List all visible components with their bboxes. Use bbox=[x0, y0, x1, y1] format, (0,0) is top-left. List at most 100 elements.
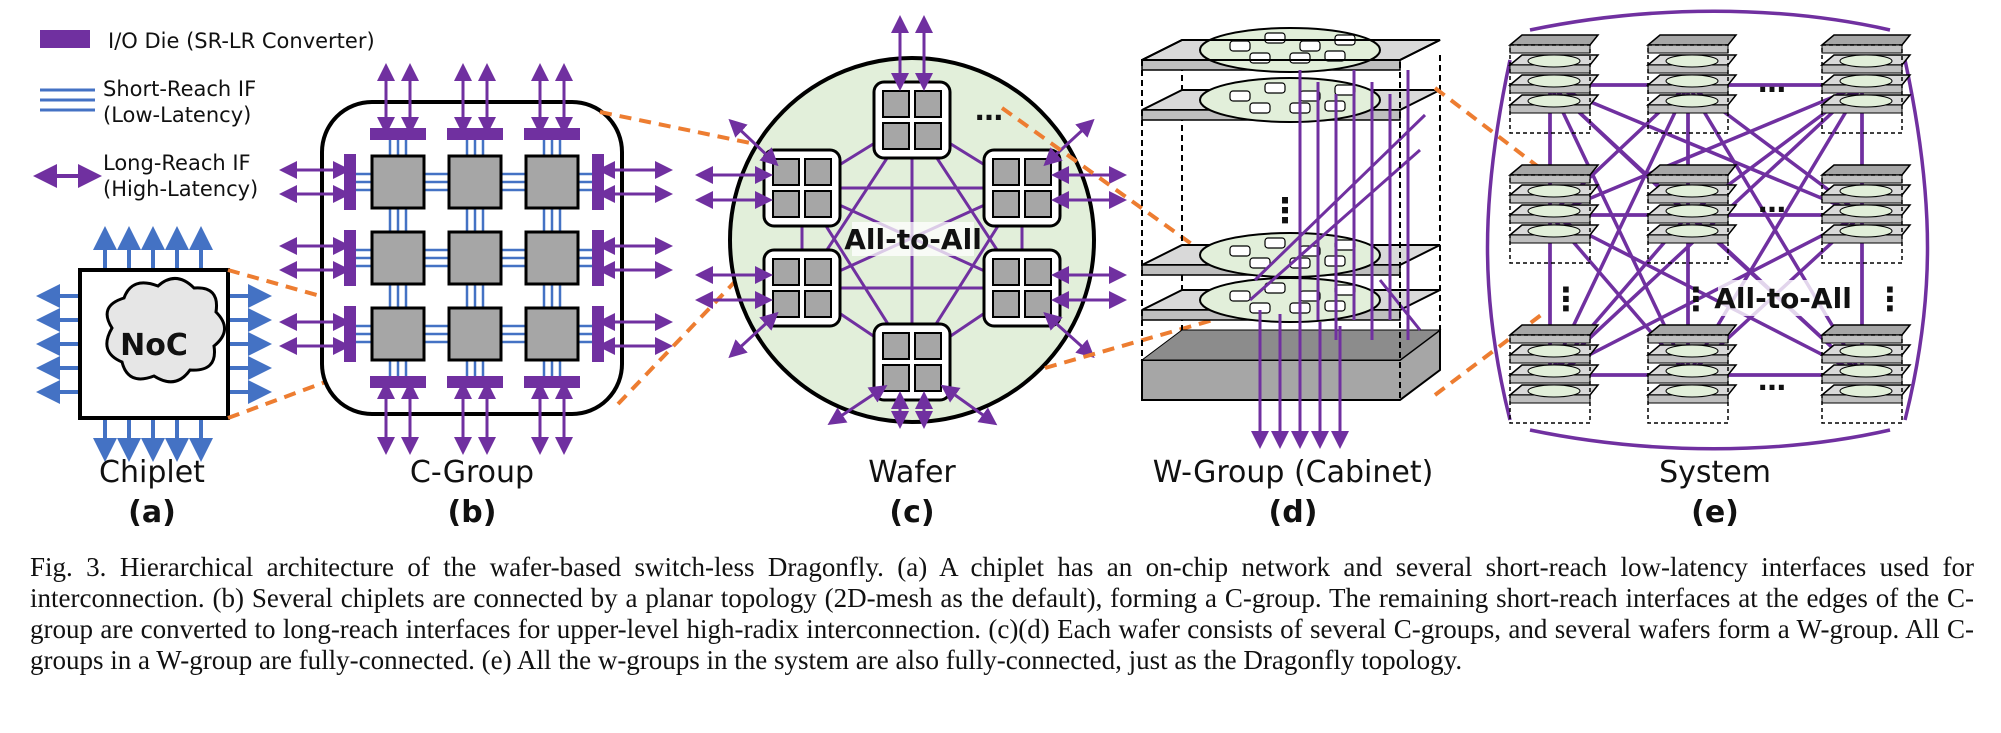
wgroup-wafer bbox=[1527, 94, 1581, 108]
noc-label: NoC bbox=[120, 328, 188, 363]
chiplet-tile bbox=[804, 158, 832, 186]
chiplet-tile bbox=[992, 158, 1020, 186]
wgroup-wafer bbox=[1839, 74, 1893, 88]
wgroup-link bbox=[1253, 113, 1427, 282]
io-die bbox=[344, 230, 356, 286]
wgroup-wafer bbox=[1665, 364, 1719, 378]
zoom-lines-d-e bbox=[1433, 86, 1547, 397]
cgroup-mesh bbox=[279, 63, 673, 455]
wafer-letter: (c) bbox=[889, 495, 934, 530]
wafer-cgroup bbox=[1264, 32, 1286, 44]
chiplet-tile bbox=[804, 290, 832, 318]
wgroup-layer bbox=[1507, 324, 1600, 336]
wafer-title: Wafer bbox=[868, 455, 956, 490]
io-die bbox=[447, 376, 503, 388]
chiplet-tile bbox=[524, 230, 580, 286]
wgroup-wafer bbox=[1665, 384, 1719, 398]
wgroup-wafer bbox=[1527, 384, 1581, 398]
panel-wgroup: ⋮ W-Group (Cabinet) (d) bbox=[1140, 27, 1442, 530]
wafer-cgroup bbox=[1229, 90, 1251, 102]
system-link bbox=[1549, 213, 1863, 377]
wafer-long-reach bbox=[695, 15, 1127, 429]
io-die bbox=[592, 230, 604, 286]
wafer-long-reach-arrow bbox=[728, 311, 779, 359]
wafer-cgroups bbox=[762, 80, 1062, 402]
wgroup-wafer bbox=[1665, 74, 1719, 88]
wafer-all-to-all-label: All-to-All bbox=[844, 223, 982, 256]
wgroup-wafer bbox=[1839, 184, 1893, 198]
wafer-cgroup bbox=[1249, 102, 1271, 114]
wgroup-wafer bbox=[1839, 54, 1893, 68]
wgroup-layer-edge bbox=[1821, 44, 1903, 54]
legend-short-reach-sub: (Low-Latency) bbox=[103, 103, 251, 127]
wgroup-title: W-Group (Cabinet) bbox=[1153, 455, 1434, 490]
io-die-swatch bbox=[40, 30, 90, 48]
legend-io-die-label: I/O Die (SR-LR Converter) bbox=[108, 29, 375, 53]
chiplet-tile bbox=[447, 154, 503, 210]
wgroup-layer-edge bbox=[1821, 174, 1903, 184]
wafer-cgroup bbox=[1334, 84, 1356, 96]
chiplet-tile bbox=[914, 364, 942, 392]
legend-long-reach-sub: (High-Latency) bbox=[103, 177, 258, 201]
wgroup-wafer bbox=[1527, 54, 1581, 68]
wgroup-wafer bbox=[1665, 224, 1719, 238]
wgroup-layer-edge bbox=[1509, 44, 1591, 54]
wgroup-wafer bbox=[1839, 204, 1893, 218]
cgroup-title: C-Group bbox=[410, 455, 534, 490]
system-outer-link bbox=[1485, 9, 1930, 451]
wgroup-layer bbox=[1645, 164, 1738, 176]
wafer-label-bg bbox=[852, 222, 974, 256]
cabinet-frame bbox=[1141, 59, 1401, 401]
chiplet-tile bbox=[772, 158, 800, 186]
wgroup-vdots: ⋮ bbox=[1268, 191, 1302, 231]
legend: I/O Die (SR-LR Converter) Short-Reach IF… bbox=[33, 29, 375, 201]
chiplet-tile bbox=[804, 190, 832, 218]
chiplet-tile bbox=[447, 306, 503, 362]
wgroup-layer bbox=[1819, 34, 1912, 46]
wgroup-layer bbox=[1645, 324, 1738, 336]
panel-wafer: … All-to-All Wafer (c) bbox=[695, 15, 1127, 530]
wgroup-wafer bbox=[1839, 94, 1893, 108]
wafer-long-reach-arrow bbox=[827, 385, 888, 425]
system-title: System bbox=[1659, 455, 1771, 490]
chiplet-tile bbox=[882, 122, 910, 150]
wgroup-wafer bbox=[1527, 74, 1581, 88]
wgroup-layer-edge bbox=[1821, 334, 1903, 344]
wafer-long-reach-arrow bbox=[940, 384, 998, 426]
system-vdots-center: ⋮ bbox=[1680, 280, 1712, 318]
wafer-long-reach-arrow bbox=[1043, 118, 1095, 167]
system-letter: (e) bbox=[1691, 495, 1739, 530]
chiplet-tile bbox=[370, 154, 426, 210]
wgroup-cabinet bbox=[1140, 27, 1442, 449]
chiplet-tile bbox=[370, 306, 426, 362]
zoom-lines-c-d bbox=[1000, 106, 1221, 370]
io-die bbox=[344, 306, 356, 362]
wafer-cgroup bbox=[1264, 237, 1286, 249]
system-ellipsis-bottom: … bbox=[1758, 364, 1786, 397]
system-label-bg bbox=[1718, 280, 1848, 316]
legend-long-reach-label: Long-Reach IF bbox=[103, 151, 251, 175]
wgroup-wafer bbox=[1665, 94, 1719, 108]
wgroup-layer bbox=[1507, 34, 1600, 46]
system-ellipsis-top: … bbox=[1758, 66, 1786, 99]
wgroup-layer bbox=[1819, 324, 1912, 336]
wgroup-wafer bbox=[1665, 204, 1719, 218]
figure-caption: Fig. 3. Hierarchical architecture of the… bbox=[30, 552, 1974, 675]
wgroup-link bbox=[1249, 148, 1421, 302]
architecture-figure: I/O Die (SR-LR Converter) Short-Reach IF… bbox=[33, 9, 1930, 530]
chiplet-tile bbox=[914, 90, 942, 118]
wgroup-wafer bbox=[1665, 184, 1719, 198]
short-reach-swatch bbox=[40, 88, 95, 112]
wafer-cgroup bbox=[1289, 52, 1311, 64]
wgroup-wafer bbox=[1527, 204, 1581, 218]
wgroup-layer bbox=[1507, 164, 1600, 176]
wgroup-layer bbox=[1645, 34, 1738, 46]
cgroup-letter: (b) bbox=[448, 495, 497, 530]
panel-chiplet: NoC Chiplet (a) bbox=[36, 226, 272, 530]
chiplet-tile bbox=[1024, 158, 1052, 186]
chiplet-tile bbox=[882, 90, 910, 118]
wgroup-wafer bbox=[1839, 364, 1893, 378]
panel-cgroup: C-Group (b) bbox=[279, 63, 673, 530]
chiplet-tile bbox=[772, 190, 800, 218]
system-all-to-all-label: All-to-All bbox=[1714, 282, 1852, 315]
